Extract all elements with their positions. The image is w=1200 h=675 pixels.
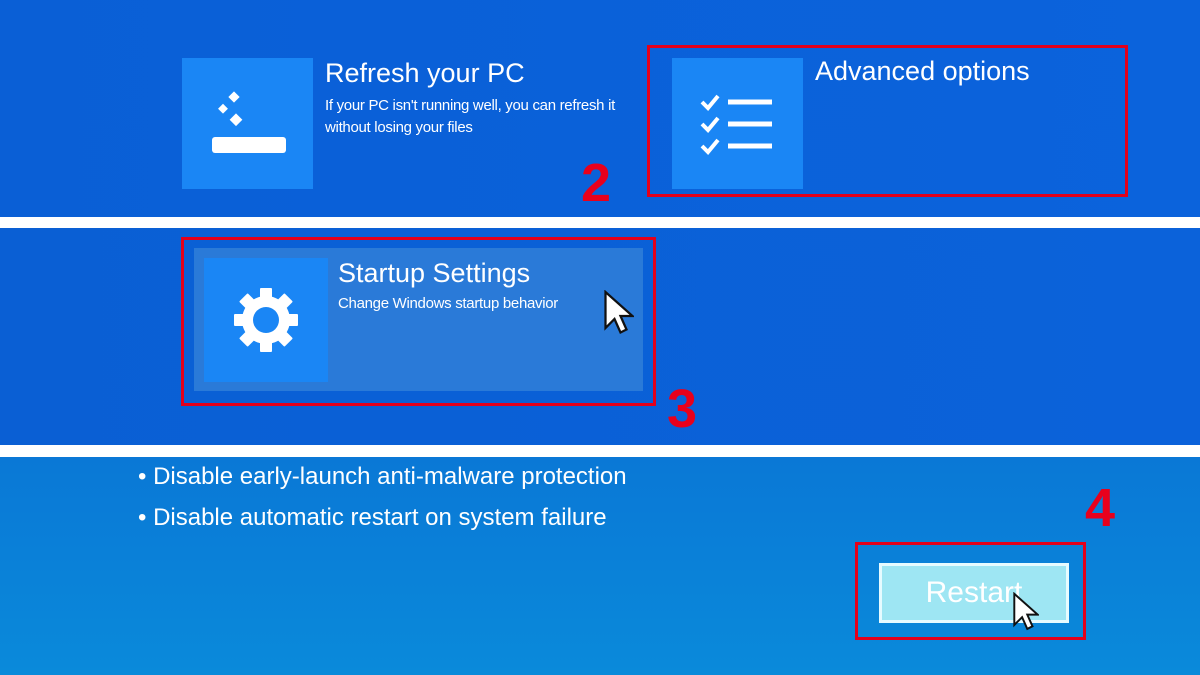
refresh-description: If your PC isn't running well, you can r… bbox=[325, 97, 615, 136]
option-item: • Disable early-launch anti-malware prot… bbox=[138, 463, 627, 490]
step-number: 4 bbox=[1085, 478, 1116, 538]
refresh-drive-icon bbox=[182, 58, 313, 189]
startup-settings-description: Change Windows startup behavior bbox=[338, 295, 558, 312]
startup-settings-title: Startup Settings bbox=[338, 258, 531, 288]
advanced-options-title: Advanced options bbox=[815, 56, 1030, 86]
mouse-cursor-icon bbox=[1013, 592, 1039, 631]
gear-icon bbox=[204, 258, 328, 382]
recovery-options-panel: Refresh your PC If your PC isn't running… bbox=[0, 0, 1200, 217]
step-number: 2 bbox=[581, 153, 612, 213]
checklist-icon bbox=[672, 58, 803, 189]
step-number: 3 bbox=[667, 379, 698, 439]
highlight-box bbox=[855, 542, 1086, 640]
startup-settings-panel: • Disable early-launch anti-malware prot… bbox=[0, 457, 1200, 675]
option-item: • Disable automatic restart on system fa… bbox=[138, 504, 607, 531]
highlight-box bbox=[181, 237, 656, 406]
startup-settings-option[interactable]: Startup Settings Change Windows startup … bbox=[194, 248, 643, 391]
mouse-cursor-icon bbox=[604, 290, 634, 335]
highlight-box bbox=[647, 45, 1128, 197]
restart-button[interactable]: Restart bbox=[879, 563, 1069, 623]
advanced-options-panel: Startup Settings Change Windows startup … bbox=[0, 228, 1200, 445]
refresh-title: Refresh your PC bbox=[325, 58, 525, 88]
